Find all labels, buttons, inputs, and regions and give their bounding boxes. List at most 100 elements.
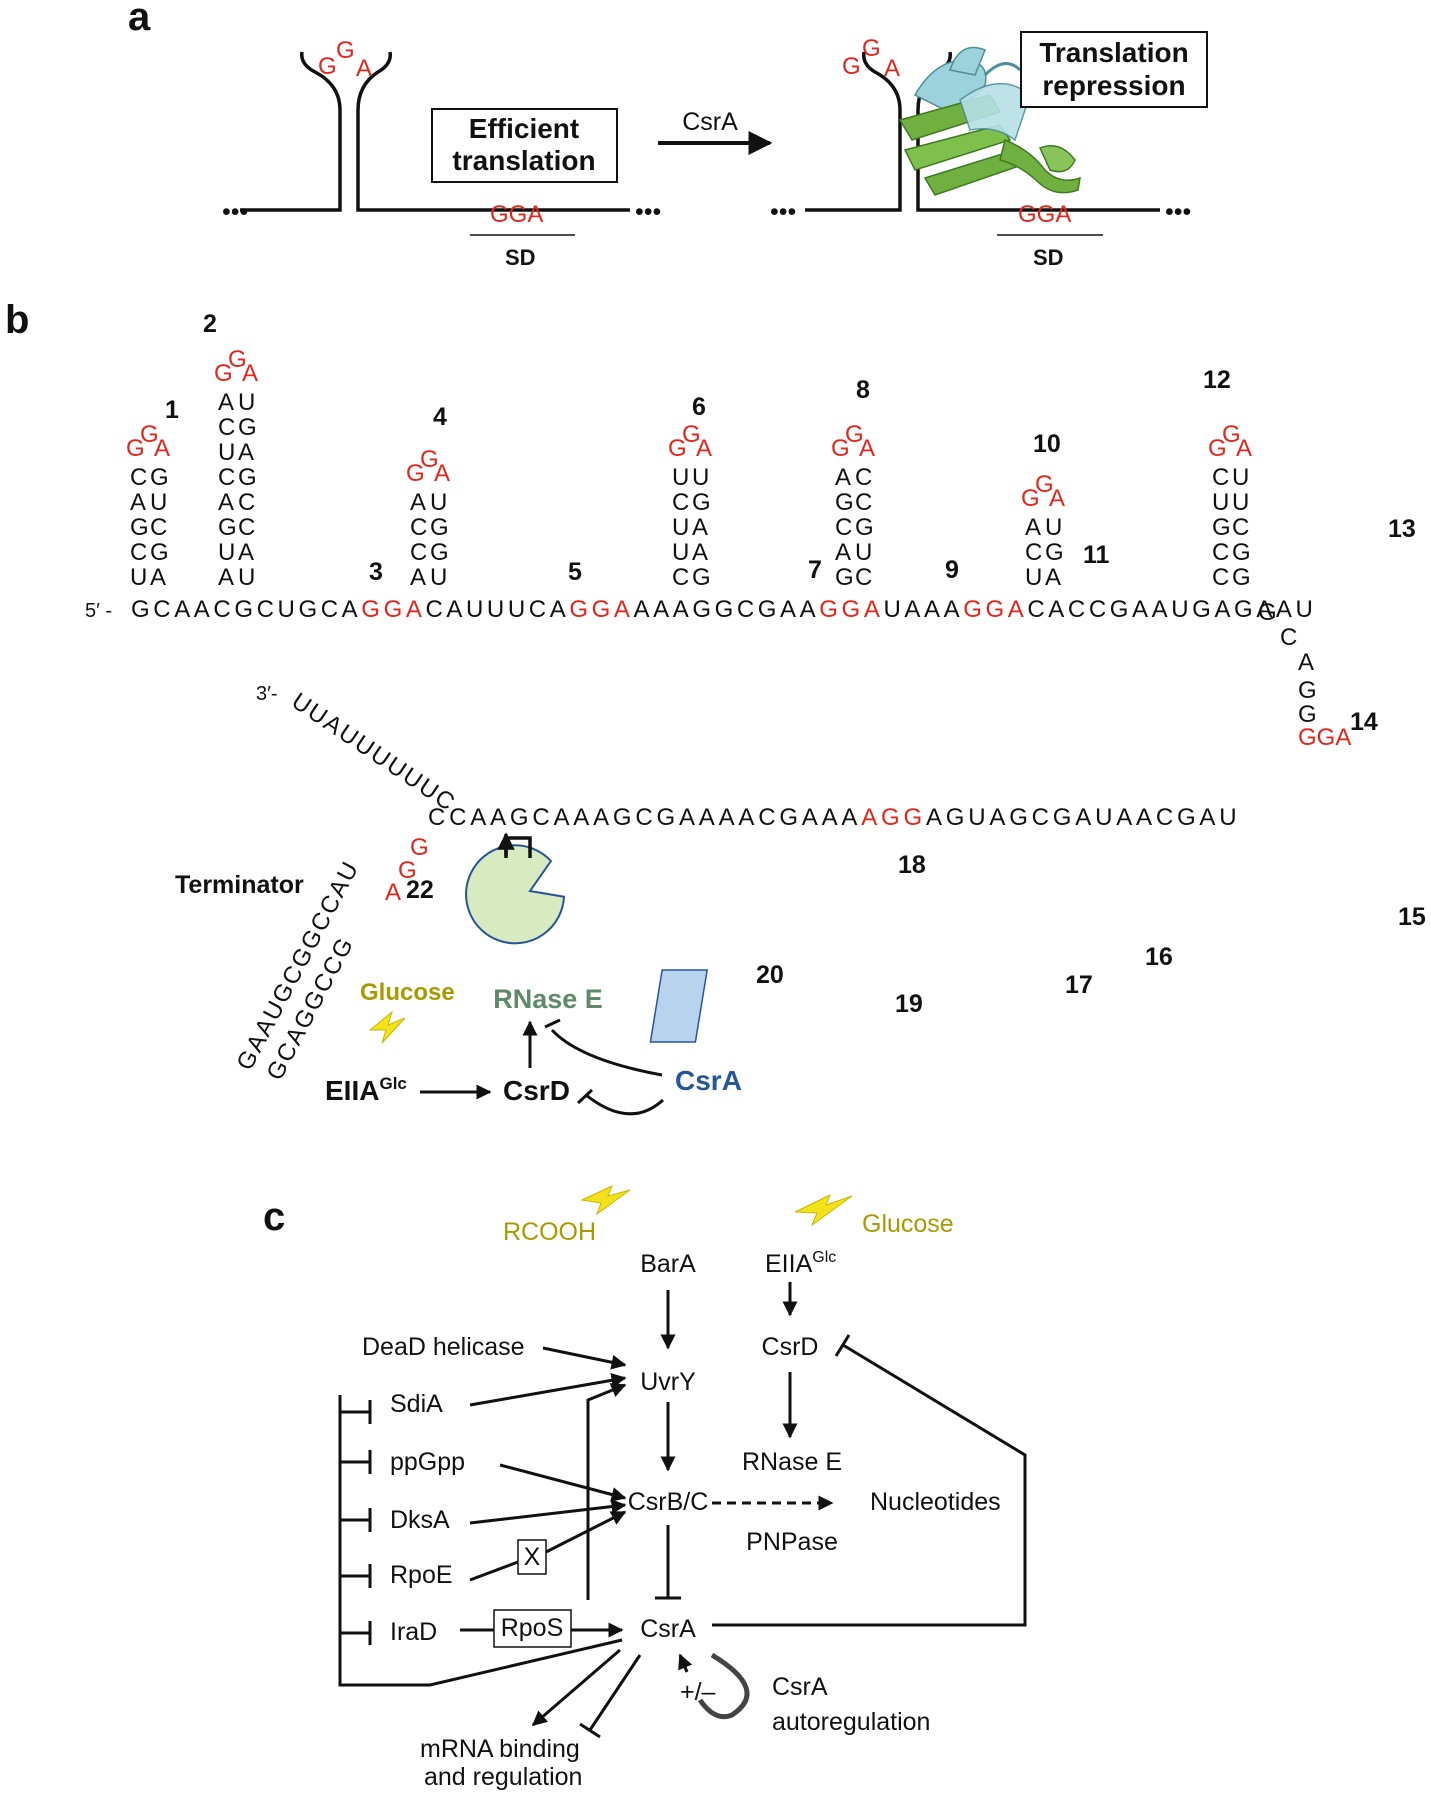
stem-nucleotide: U [150, 489, 167, 516]
loop-g1: G [318, 53, 337, 80]
stem-nucleotide: A [242, 360, 258, 387]
stem-nucleotide: G [835, 564, 854, 591]
stem-nucleotide: C [1212, 464, 1229, 491]
stem-nucleotide: A [692, 514, 708, 541]
stem-nucleotide: G [238, 464, 257, 491]
stem-nucleotide: A [1045, 564, 1061, 591]
ppgpp-node: ppGpp [390, 1448, 465, 1476]
stem-nucleotide: A [859, 435, 875, 462]
stem-nucleotide: A [835, 539, 851, 566]
efficient-translation-box [431, 108, 618, 183]
stem-nucleotide: G [668, 435, 687, 462]
stem-nucleotide: A [1025, 514, 1041, 541]
stem-nucleotide: G [218, 514, 237, 541]
stem-nucleotide: C [1232, 514, 1249, 541]
csrbc-node: CsrB/C [628, 1488, 709, 1516]
site-number-7: 7 [808, 556, 822, 584]
stem-nucleotide: A [692, 539, 708, 566]
stem-nucleotide: G [831, 435, 850, 462]
glucose-label-b: Glucose [360, 979, 455, 1006]
nucleotides-node: Nucleotides [870, 1488, 1001, 1516]
rpos-label: RpoS [501, 1614, 564, 1642]
site-number-3: 3 [369, 558, 383, 586]
stem-nucleotide: C [672, 489, 689, 516]
stem-nucleotide: A [218, 389, 234, 416]
stem-nucleotide: C [410, 514, 427, 541]
site-number-2: 2 [203, 310, 217, 338]
stem-nucleotide: U [218, 539, 235, 566]
uvry-node: UvrY [640, 1368, 696, 1396]
mrna-line2: and regulation [424, 1763, 582, 1791]
stem-nucleotide: U [430, 489, 447, 516]
loop-g2: G [336, 37, 355, 64]
stem-nucleotide: U [1232, 464, 1249, 491]
sd-label-left: SD [505, 245, 536, 270]
efficient-line1: Efficient [469, 113, 579, 144]
ellipsis-right-2: ••• [1165, 198, 1191, 226]
stem-nucleotide: G [1045, 539, 1064, 566]
stem-nucleotide: G [430, 539, 449, 566]
eiia-node: EIIAGlc [765, 1249, 836, 1278]
stem-nucleotide: C [130, 464, 147, 491]
stem-nucleotide: C [855, 564, 872, 591]
translation-repression-box [1020, 31, 1208, 108]
autoreg-line2: autoregulation [772, 1708, 930, 1736]
site-number-8: 8 [856, 376, 870, 404]
stem-nucleotide: C [218, 414, 235, 441]
stem-nucleotide: U [1212, 489, 1229, 516]
stem-nucleotide: G [150, 464, 169, 491]
three-prime-label: 3′- [256, 683, 278, 705]
stem-nucleotide: C [1212, 539, 1229, 566]
stem-nucleotide: G [214, 360, 233, 387]
site-number-12: 12 [1203, 366, 1231, 394]
hairpin-left: G G A [240, 37, 630, 212]
stem-nucleotide: G [692, 564, 711, 591]
branch-nt: A [1298, 649, 1314, 676]
stem-nucleotide: A [218, 564, 234, 591]
csra-protein-structure [898, 46, 1081, 196]
dead-node: DeaD helicase [362, 1333, 525, 1361]
stem-nucleotide: U [218, 439, 235, 466]
loop-a: A [356, 55, 372, 82]
site-number-22: 22 [406, 876, 434, 904]
stem-nucleotide: A [1049, 485, 1065, 512]
stem-nucleotide: C [835, 514, 852, 541]
site-number-19: 19 [895, 990, 923, 1018]
lightning-icon [580, 1185, 631, 1216]
plusminus-label: +/– [680, 1678, 716, 1706]
stem-nucleotide: G [1232, 539, 1251, 566]
branch-nt: G [1258, 599, 1277, 626]
site-number-20: 20 [756, 961, 784, 989]
stem-nucleotide: C [218, 464, 235, 491]
svg-text:A: A [385, 879, 401, 906]
site-number-10: 10 [1033, 430, 1061, 458]
rnase-e-node: RNase E [742, 1448, 842, 1476]
stem-nucleotide: U [130, 564, 147, 591]
stem-nucleotide: A [130, 489, 146, 516]
stem-nucleotide: A [238, 439, 254, 466]
stem-nucleotide: G [1212, 514, 1231, 541]
site-number-16: 16 [1145, 943, 1173, 971]
site-number-14: 14 [1350, 708, 1378, 736]
stem-nucleotide: A [238, 539, 254, 566]
branch-nt: G [1298, 701, 1317, 728]
network-edges [338, 1282, 1027, 1739]
ellipsis-left-1: ••• [222, 198, 248, 226]
stem-nucleotide: G [430, 514, 449, 541]
svg-text:G: G [398, 857, 417, 884]
panel-label-c: c [263, 1195, 285, 1239]
stem-nucleotide: A [1236, 435, 1252, 462]
repression-line1: Translation [1039, 37, 1188, 68]
five-prime-label: 5′ - [85, 600, 112, 622]
stem-nucleotide: A [410, 564, 426, 591]
rcooh-label: RCOOH [503, 1218, 596, 1246]
eiia-label-b: EIIAGlc [325, 1074, 407, 1106]
repression-line2: repression [1042, 70, 1185, 101]
x-box [517, 1539, 547, 1575]
stem-nucleotide: G [1021, 485, 1040, 512]
stem-nucleotide: C [1212, 564, 1229, 591]
stem-nucleotide: G [228, 346, 247, 373]
csrd-label-b: CsrD [503, 1075, 570, 1106]
stem-nucleotide: U [1232, 489, 1249, 516]
stem-nucleotide: G [126, 435, 145, 462]
